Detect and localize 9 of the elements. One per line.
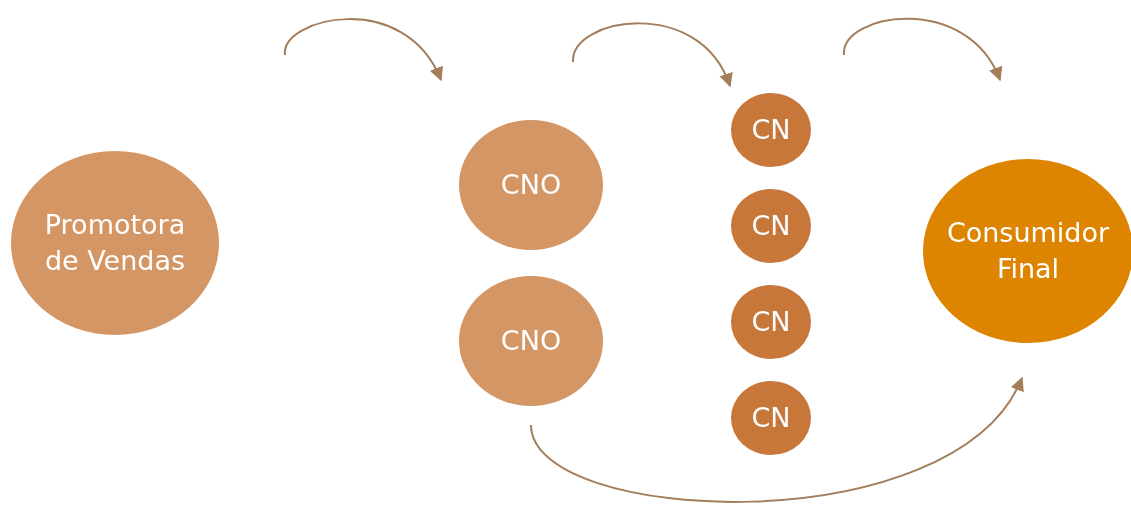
node-label: CN bbox=[751, 208, 791, 243]
node-label: Consumidor Final bbox=[945, 215, 1111, 286]
node-label: CN bbox=[751, 304, 791, 339]
node-label: Promotora de Vendas bbox=[44, 207, 186, 278]
node-label: CNO bbox=[500, 323, 562, 358]
node-label: CNO bbox=[500, 167, 562, 202]
node-label: CN bbox=[751, 400, 791, 435]
curved-arrow bbox=[530, 376, 1023, 503]
node-label: CN bbox=[751, 112, 791, 147]
